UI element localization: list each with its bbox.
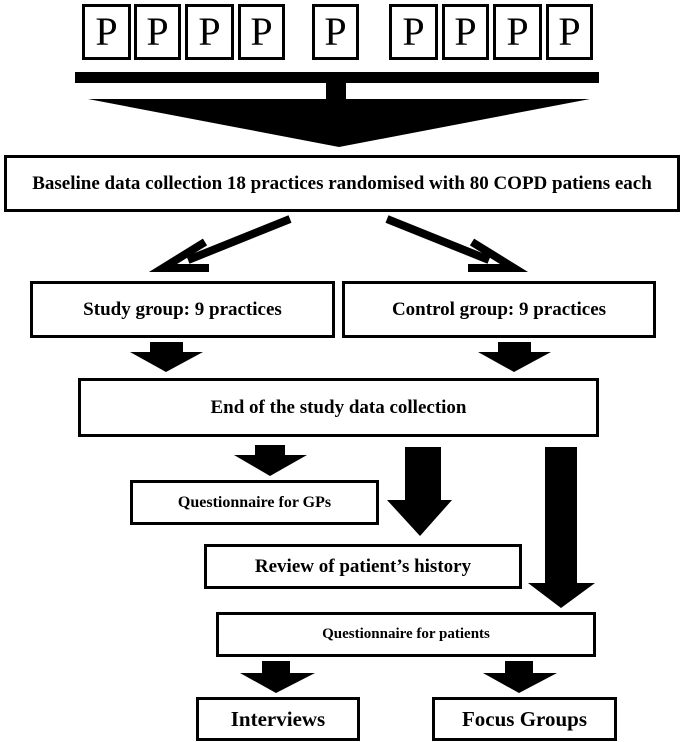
practice-box: P [185, 4, 234, 60]
questionnaire-gps-box: Questionnaire for GPs [130, 480, 379, 525]
arrow-end-to-patient-questionnaire [528, 447, 595, 608]
study-group-box: Study group: 9 practices [30, 281, 335, 338]
practice-box: P [82, 4, 131, 60]
arrow-control-to-end [478, 342, 551, 372]
practice-box: P [389, 4, 438, 60]
practice-box: P [238, 4, 285, 60]
arrow-to-control-group [385, 215, 529, 272]
arrow-to-interviews [240, 661, 315, 693]
practices-bar [75, 72, 599, 83]
funnel-arrow [88, 99, 590, 147]
interviews-box: Interviews [196, 697, 360, 741]
questionnaire-patients-box: Questionnaire for patients [216, 612, 596, 657]
arrow-end-to-review [387, 447, 452, 536]
arrow-end-to-gp-questionnaire [234, 445, 307, 476]
arrow-to-focus-groups [483, 661, 557, 693]
control-group-box: Control group: 9 practices [342, 281, 656, 338]
funnel-stem [326, 83, 346, 99]
practice-box: P [493, 4, 542, 60]
practice-box: P [312, 4, 359, 60]
focus-groups-box: Focus Groups [432, 697, 617, 741]
end-of-study-box: End of the study data collection [78, 378, 599, 437]
review-history-box: Review of patient’s history [204, 544, 522, 589]
practice-box: P [134, 4, 181, 60]
baseline-box: Baseline data collection 18 practices ra… [4, 155, 680, 212]
arrow-study-to-end [130, 342, 203, 372]
arrow-to-study-group [148, 215, 292, 272]
practice-box: P [546, 4, 593, 60]
practice-box: P [442, 4, 489, 60]
